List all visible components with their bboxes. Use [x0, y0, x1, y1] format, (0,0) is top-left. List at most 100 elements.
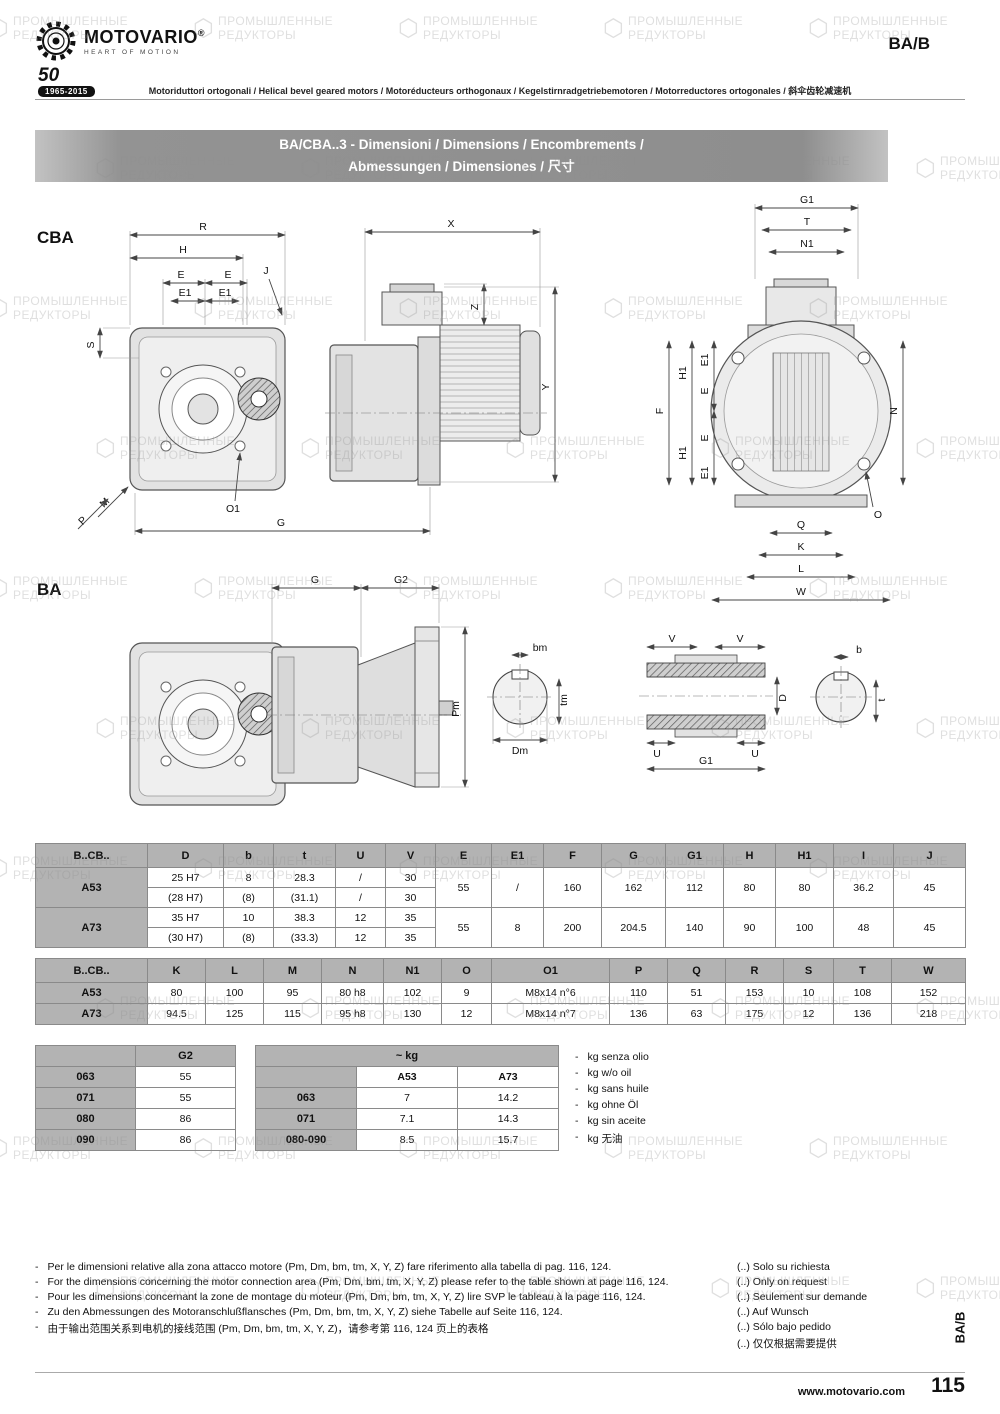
dim-label-S: S [85, 341, 97, 348]
header-cell: L [205, 958, 264, 983]
data-cell: 100 [775, 907, 834, 948]
website-link[interactable]: www.motovario.com [797, 1386, 905, 1398]
header-cell: E [435, 843, 492, 868]
request-note: (..) Solo su richiesta [737, 1261, 830, 1273]
data-cell: 90 [723, 907, 776, 948]
data-cell: 80 [723, 867, 776, 908]
data-cell: 86 [135, 1108, 236, 1130]
header-cell: S [783, 958, 834, 983]
table-header-row: B..CB.. K L M N N1 O O1 P Q R S T W [35, 958, 966, 983]
g2-table: G2 063 55 071 55 080 86 090 86 [35, 1045, 236, 1151]
data-cell: 25 H7 [147, 867, 224, 888]
anniversary-badge: 50 1965-2015 [38, 66, 95, 97]
dim-label-Dm: Dm [512, 745, 529, 757]
product-code: BA/B [888, 34, 930, 53]
table-row: 090 86 [35, 1129, 236, 1151]
footnote: -Zu den Abmessungen des Motoranschlußfla… [35, 1306, 735, 1318]
data-cell: 162 [601, 867, 666, 908]
dim-label-U: U [653, 748, 661, 760]
cba-rear-dims: G1 T N1 E1 E E E1 H1 H1 F N O [654, 195, 906, 603]
dim-label-E1: E1 [179, 287, 192, 299]
legend-text: kg ohne Öl [587, 1099, 639, 1111]
gear-logo-icon [36, 21, 76, 61]
ba-side-view [267, 626, 461, 788]
row-header: A73 [35, 907, 148, 948]
registered-mark: ® [197, 27, 205, 38]
dim-label-J: J [263, 265, 268, 277]
table-row: 080 86 [35, 1108, 236, 1130]
bullet: - [575, 1067, 579, 1079]
section-label-cba: CBA [37, 228, 74, 247]
data-cell: 8 [491, 907, 544, 948]
ba-shaft-end-detail [487, 664, 553, 730]
dim-label-E1: E1 [699, 466, 711, 479]
header-cell: Q [667, 958, 726, 983]
request-note: (..) Only on request [737, 1276, 827, 1288]
data-cell: 136 [833, 1003, 892, 1025]
data-cell: / [335, 867, 386, 888]
footnote: -For the dimensions concerning the motor… [35, 1276, 735, 1288]
legend-item: -kg sin aceite [575, 1115, 649, 1127]
dim-label-O: O [874, 509, 882, 521]
data-cell: 30 [385, 887, 436, 908]
bullet: - [35, 1261, 39, 1273]
data-cell: 63 [667, 1003, 726, 1025]
dim-label-F: F [654, 408, 666, 414]
dim-label-E1: E1 [219, 287, 232, 299]
dim-label-Z: Z [469, 303, 481, 310]
data-cell: 12 [441, 1003, 492, 1025]
request-note: (..) Auf Wunsch [737, 1306, 809, 1318]
data-cell: 112 [665, 867, 724, 908]
header-cell: H [723, 843, 776, 868]
ba-front-view [129, 642, 286, 806]
dim-label-N1: N1 [800, 238, 814, 250]
data-cell: 80 [775, 867, 834, 908]
motovario-logo: MOTOVARIO® HEART OF MOTION [35, 20, 205, 62]
side-product-code: BA/B [952, 1311, 968, 1344]
dim-label-U: U [751, 748, 759, 760]
data-cell: 28.3 [273, 867, 336, 888]
brand-name: MOTOVARIO® [84, 27, 205, 48]
footnote: -Pour les dimensions concernant la zone … [35, 1291, 735, 1303]
footnote-text: 由于输出范围关系到电机的接线范围 (Pm, Dm, bm, tm, X, Y, … [47, 1323, 489, 1335]
data-cell: 15.7 [457, 1129, 559, 1151]
data-cell: / [335, 887, 386, 908]
dim-label-H1: H1 [677, 366, 689, 380]
table-header-row: B..CB.. D b t U V E E1 F G G1 H H1 I J [35, 843, 966, 868]
data-cell: 8 [223, 867, 274, 888]
dim-label-T: T [804, 216, 811, 228]
row-header: A53 [35, 982, 148, 1004]
table-header-row: ~ kg [255, 1045, 559, 1067]
table-header-row: G2 [35, 1045, 236, 1067]
header-cell: D [147, 843, 224, 868]
footnote-text: For the dimensions concerning the motor … [47, 1276, 669, 1288]
data-cell: (33.3) [273, 927, 336, 948]
data-cell: 51 [667, 982, 726, 1004]
table-row: A73 35 H7 10 38.3 12 35 55 8 200 204.5 1… [35, 907, 966, 948]
dim-label-Pm: Pm [450, 701, 462, 717]
legend-text: kg senza olio [587, 1051, 649, 1063]
footnote: -Per le dimensioni relative alla zona at… [35, 1261, 735, 1273]
header-cell: G2 [135, 1045, 236, 1067]
dim-label-Q: Q [797, 519, 805, 531]
dim-label-X: X [447, 218, 454, 230]
footnote-text: Pour les dimensions concernant la zone d… [47, 1291, 646, 1303]
header-cell: O [441, 958, 492, 983]
data-cell: 35 [385, 927, 436, 948]
anniversary-number: 50 [38, 65, 60, 86]
kg-legend: -kg senza olio -kg w/o oil -kg sans huil… [575, 1051, 649, 1146]
data-cell: 110 [609, 982, 668, 1004]
bullet: - [575, 1131, 579, 1143]
header-cell: E1 [491, 843, 544, 868]
data-cell: M8x14 n°6 [491, 982, 610, 1004]
data-cell: 38.3 [273, 907, 336, 928]
header-cell: T [833, 958, 892, 983]
technical-drawings: CBA BA R [37, 195, 906, 806]
dim-label-W: W [796, 586, 806, 598]
ba-bore-dims: b t [833, 644, 888, 723]
header-cell: U [335, 843, 386, 868]
header-cell: J [893, 843, 966, 868]
data-cell: 160 [543, 867, 602, 908]
data-cell: 55 [435, 907, 492, 948]
title-line-2: Abmessungen / Dimensiones / 尺寸 [348, 159, 575, 174]
